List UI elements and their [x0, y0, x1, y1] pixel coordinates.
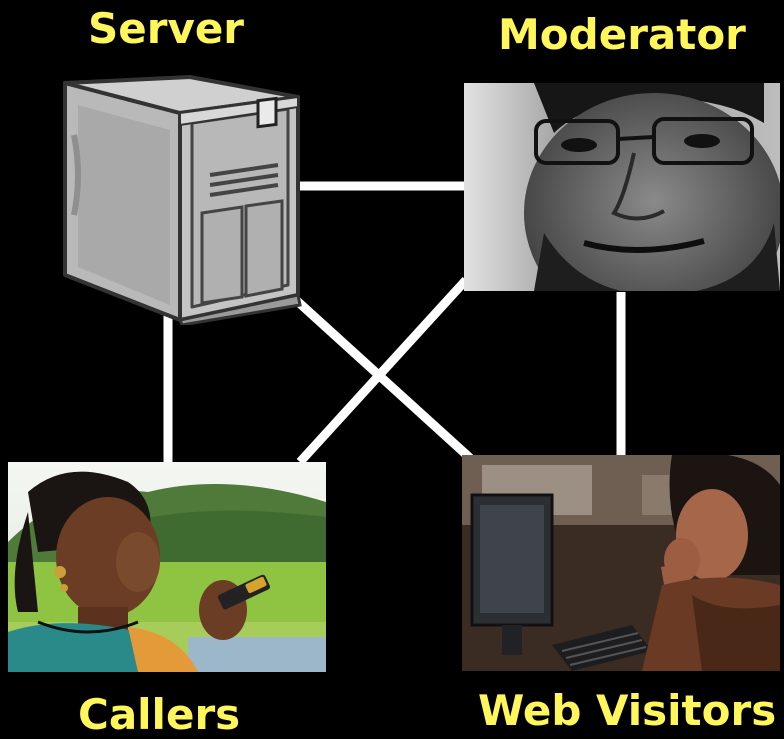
web-visitors-label: Web Visitors [478, 686, 777, 735]
moderator-portrait [464, 83, 780, 291]
link-moderator-callers [296, 276, 470, 466]
server-tower-icon [63, 75, 302, 325]
callers-label: Callers [78, 690, 241, 739]
link-server-web-visitors [292, 296, 474, 462]
server-label: Server [88, 4, 245, 53]
web-visitor-photo [462, 455, 780, 671]
moderator-label: Moderator [498, 10, 746, 59]
caller-photo [8, 462, 326, 672]
